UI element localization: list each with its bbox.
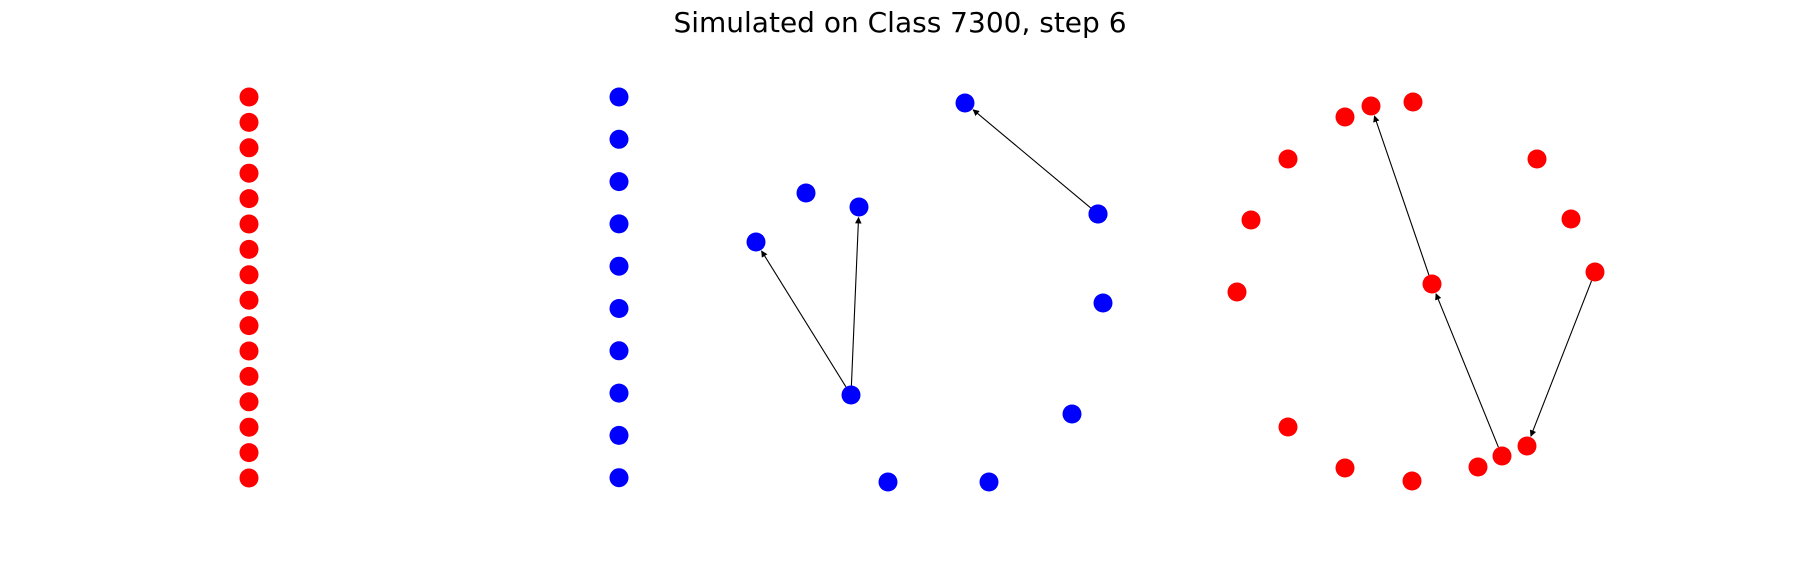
red-graph-node-2 bbox=[1278, 149, 1298, 169]
blue-graph-node-5 bbox=[841, 385, 861, 405]
red-graph-node-3 bbox=[1585, 262, 1605, 282]
red-graph-node-4 bbox=[1561, 209, 1581, 229]
left-column-node-1 bbox=[239, 112, 259, 132]
blue-graph-node-8 bbox=[878, 472, 898, 492]
blue-column-node-3 bbox=[609, 214, 629, 234]
left-column-node-3 bbox=[239, 163, 259, 183]
red-graph-node-9 bbox=[1278, 417, 1298, 437]
blue-graph-node-10 bbox=[1088, 204, 1108, 224]
left-column-node-8 bbox=[239, 290, 259, 310]
red-graph-node-1 bbox=[1335, 107, 1355, 127]
left-column-node-12 bbox=[239, 392, 259, 412]
blue-graph-edge-0 bbox=[850, 216, 862, 386]
red-graph-node-11 bbox=[1517, 436, 1537, 456]
edges-layer bbox=[761, 109, 1593, 448]
left-column-node-15 bbox=[239, 468, 259, 488]
blue-graph-node-7 bbox=[1062, 404, 1082, 424]
blue-graph-node-3 bbox=[849, 197, 869, 217]
blue-column-node-8 bbox=[609, 425, 629, 445]
left-column-node-14 bbox=[239, 443, 259, 463]
blue-column-node-2 bbox=[609, 172, 629, 192]
red-graph-edge-0 bbox=[1373, 115, 1430, 276]
red-graph-node-14 bbox=[1402, 471, 1422, 491]
figure-title: Simulated on Class 7300, step 6 bbox=[673, 6, 1127, 39]
nodes-layer bbox=[239, 87, 1605, 492]
red-graph-node-7 bbox=[1227, 282, 1247, 302]
red-graph-edge-2 bbox=[1529, 280, 1593, 437]
red-graph-node-15 bbox=[1403, 92, 1423, 112]
blue-column-node-7 bbox=[609, 383, 629, 403]
blue-graph-node-2 bbox=[796, 183, 816, 203]
red-graph-edge-1 bbox=[1435, 293, 1499, 448]
red-graph-node-0 bbox=[1361, 96, 1381, 116]
left-column-node-9 bbox=[239, 316, 259, 336]
left-column-node-6 bbox=[239, 239, 259, 259]
left-column-node-5 bbox=[239, 214, 259, 234]
red-graph-node-10 bbox=[1335, 458, 1355, 478]
left-column-node-13 bbox=[239, 417, 259, 437]
blue-graph-node-9 bbox=[979, 472, 999, 492]
blue-column-node-1 bbox=[609, 129, 629, 149]
blue-graph-node-4 bbox=[746, 232, 766, 252]
left-column-node-4 bbox=[239, 189, 259, 209]
blue-graph-edge-1 bbox=[761, 250, 847, 388]
red-graph-node-8 bbox=[1422, 274, 1442, 294]
left-column-node-10 bbox=[239, 341, 259, 361]
red-graph-node-12 bbox=[1492, 446, 1512, 466]
blue-graph-node-6 bbox=[1093, 293, 1113, 313]
blue-graph-node-1 bbox=[955, 93, 975, 113]
left-column-node-11 bbox=[239, 366, 259, 386]
left-column-node-0 bbox=[239, 87, 259, 107]
blue-column-node-0 bbox=[609, 87, 629, 107]
red-graph-node-5 bbox=[1527, 149, 1547, 169]
red-graph-node-13 bbox=[1468, 457, 1488, 477]
red-graph-node-6 bbox=[1241, 210, 1261, 230]
left-column-node-2 bbox=[239, 138, 259, 158]
blue-column-node-9 bbox=[609, 468, 629, 488]
blue-column-node-5 bbox=[609, 299, 629, 318]
blue-graph-edge-2 bbox=[972, 109, 1092, 209]
blue-column-node-6 bbox=[609, 341, 629, 361]
blue-column-node-4 bbox=[609, 256, 629, 276]
left-column-node-7 bbox=[239, 265, 259, 285]
